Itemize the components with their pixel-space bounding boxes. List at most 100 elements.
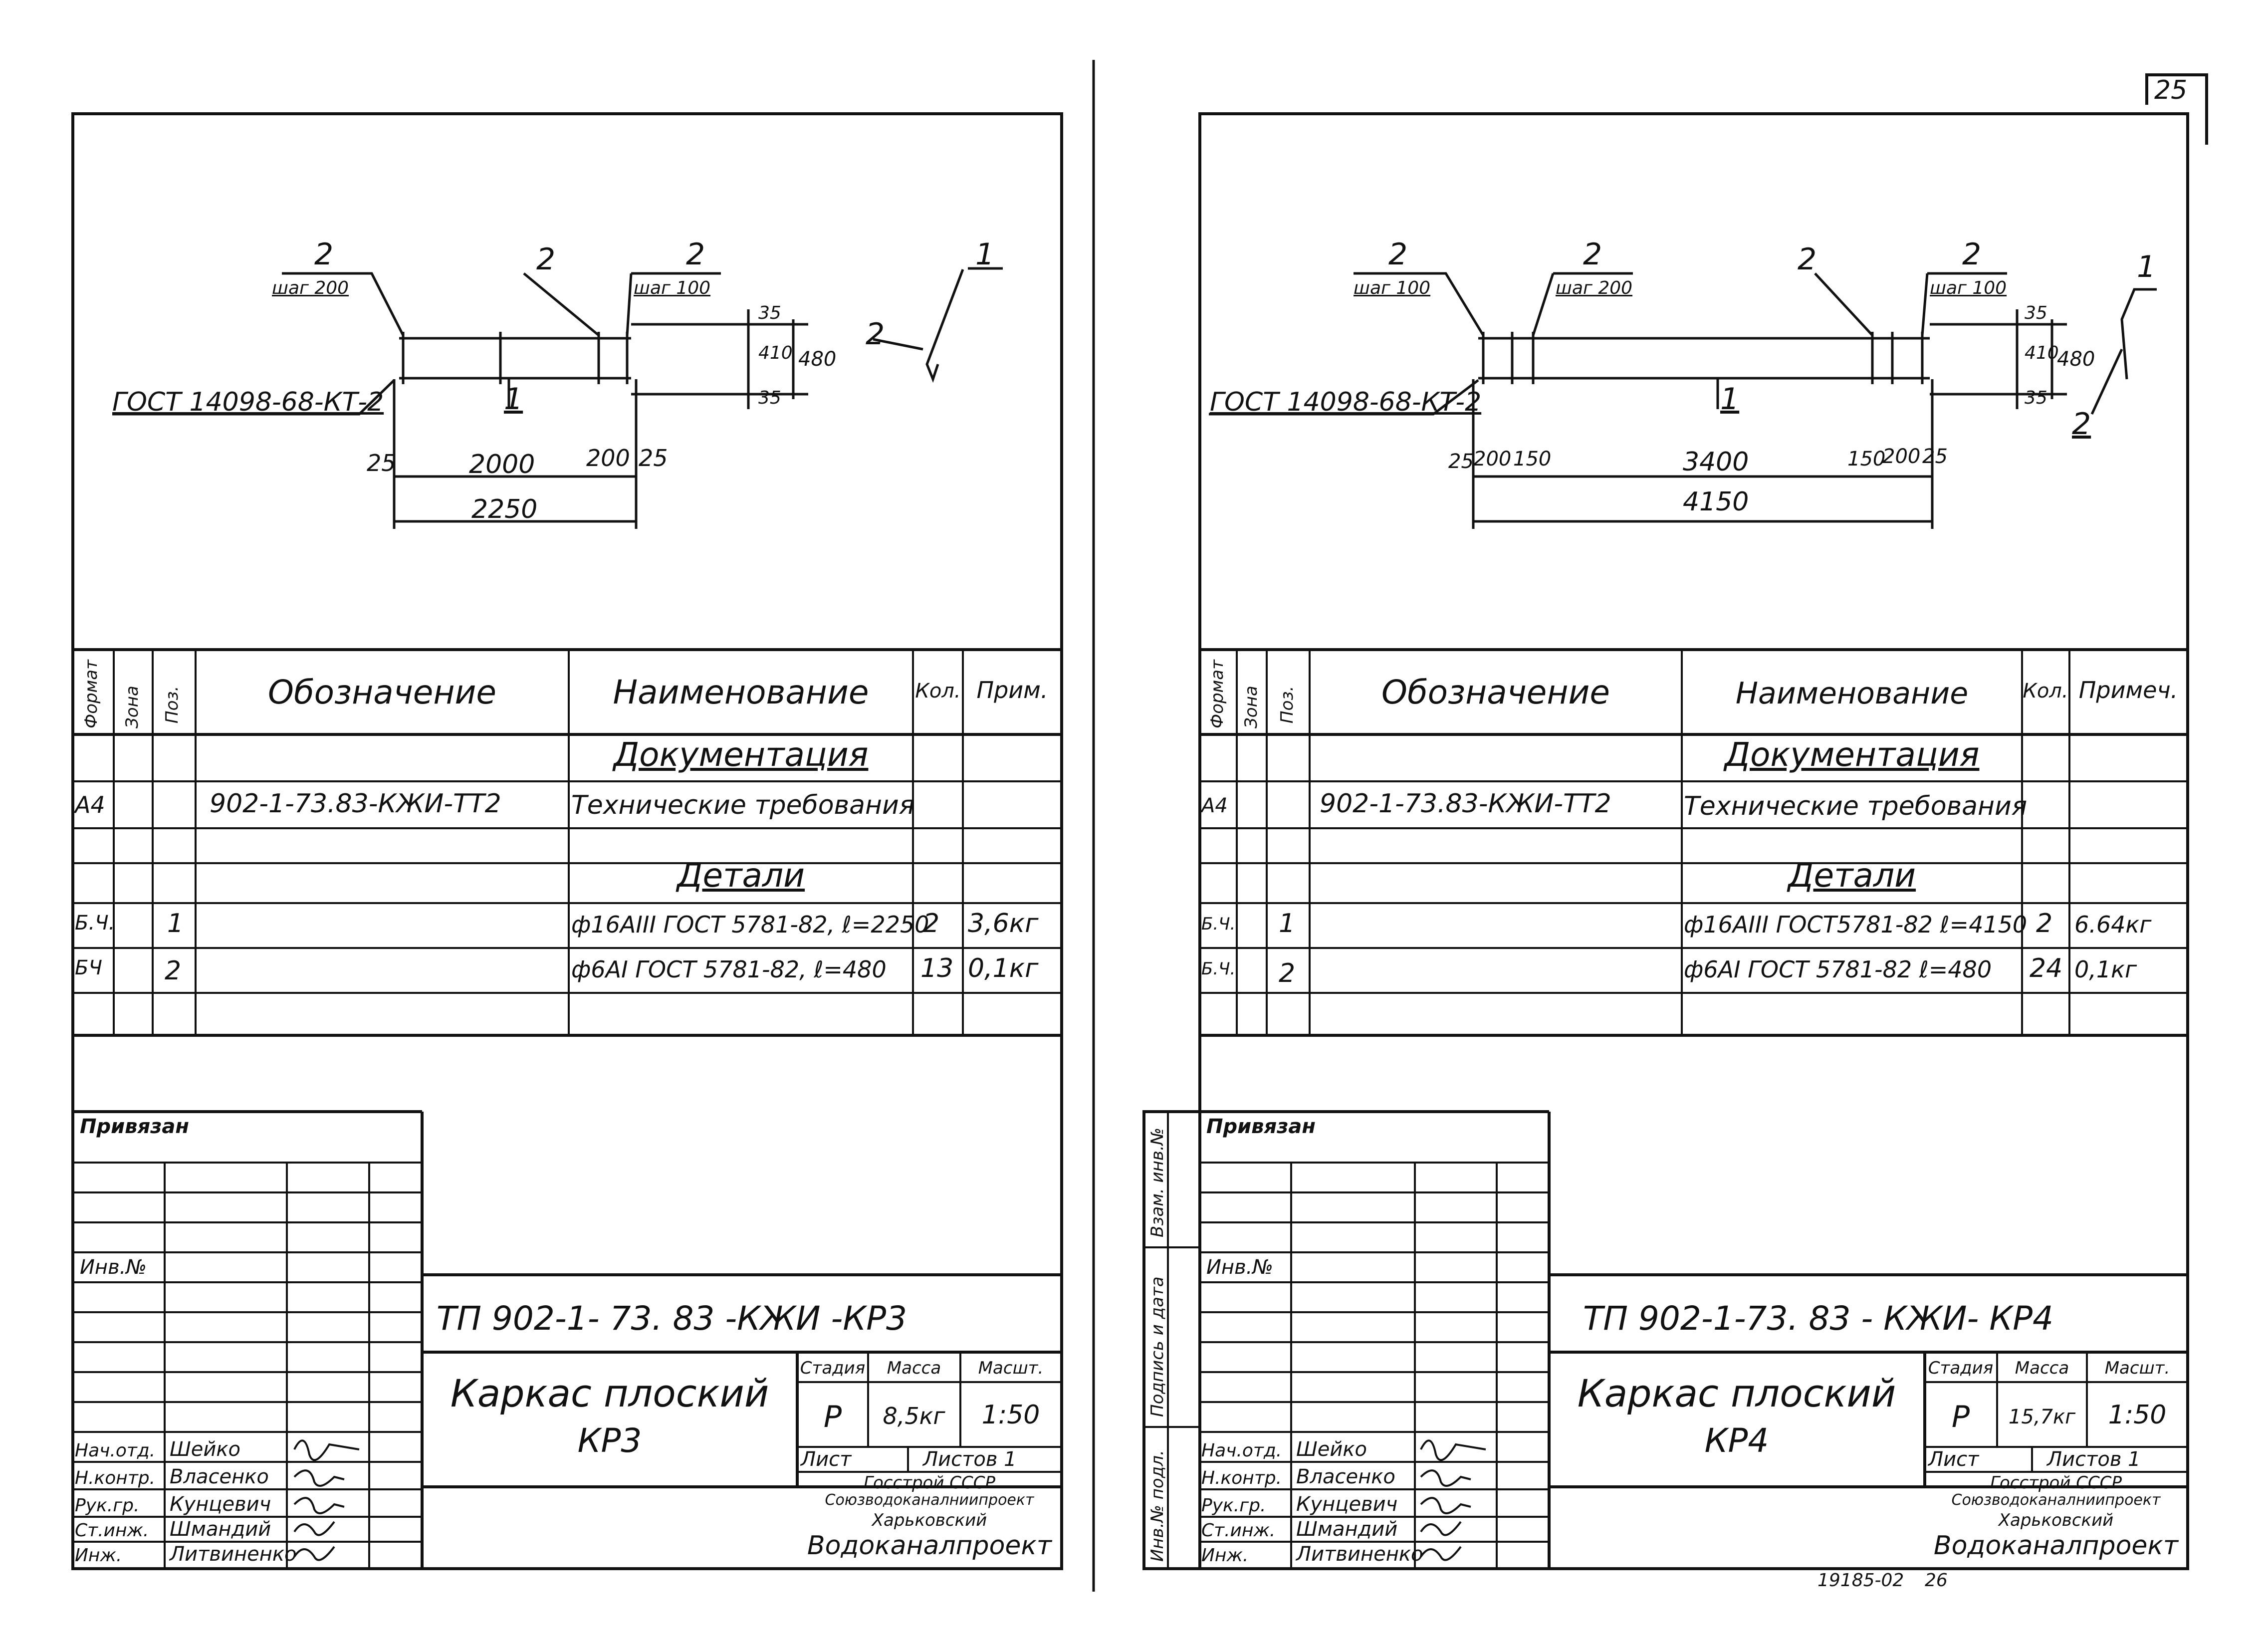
staff-name: Шейко	[170, 1438, 241, 1461]
staff-name: Власенко	[170, 1465, 269, 1488]
bar-mark-2: 2	[1388, 237, 1408, 272]
sheet-frame-lines	[1142, 73, 2208, 1570]
weld-standard-label: ГОСТ 14098-68-КТ-2	[112, 387, 384, 417]
archive-stamp-page: 26	[1925, 1570, 1948, 1591]
staff-role: Ст.инж.	[1201, 1520, 1276, 1541]
dim-label: 200	[1882, 445, 1921, 468]
row-name: ф16АIII ГОСТ 5781-82, ℓ=2250	[571, 911, 929, 938]
bar-mark-2: 2	[1962, 237, 1982, 272]
page-number: 25	[2154, 75, 2188, 105]
mass-header: Масса	[2015, 1358, 2069, 1378]
dim-label: 200	[586, 445, 630, 471]
sheet-title: Каркас плоский	[1577, 1371, 1896, 1415]
dim-label: 3400	[1683, 447, 1749, 477]
step-label: шаг 100	[634, 278, 711, 298]
staff-name: Кунцевич	[170, 1493, 271, 1516]
bar-mark-1: 1	[1720, 382, 1740, 417]
row-qty: 2	[923, 909, 940, 939]
dim-label: 410	[2025, 343, 2059, 363]
org-line: Союзводоканалниипроект	[1951, 1491, 2161, 1509]
bar-mark-2: 2	[1583, 237, 1602, 272]
header-name: Наименование	[1735, 676, 1969, 711]
step-label: шаг 100	[1354, 278, 1431, 298]
row-name: Технические требования	[1684, 791, 2028, 821]
sheet-title: Каркас плоский	[450, 1371, 769, 1415]
header-designation: Обозначение	[1381, 673, 1610, 711]
staff-role: Инж.	[1201, 1545, 1249, 1566]
dim-label: 4150	[1683, 487, 1749, 517]
step-label: шаг 100	[1930, 278, 2007, 298]
inventory-label: Инв.№	[80, 1256, 147, 1279]
privyazan-label: Привязан	[80, 1115, 190, 1138]
staff-name: Власенко	[1296, 1465, 1395, 1488]
org-line: Харьковский	[872, 1510, 987, 1530]
document-code: ТП 902-1-73. 83 - КЖИ- КР4	[1583, 1299, 2053, 1338]
staff-role: Рук.гр.	[1201, 1495, 1266, 1516]
row-qty: 24	[2030, 953, 2063, 983]
drawing-sheet-kr3: 2 шаг 200 2 2 шаг 100 1 ГОСТ 14098-68-КТ…	[71, 112, 1063, 1570]
sheet-frame-lines	[71, 112, 1063, 1570]
section-documentation: Документация	[613, 735, 869, 774]
header-note: Примеч.	[2078, 677, 2178, 704]
dim-label: 480	[798, 348, 837, 371]
sheets-count: Листов 1	[923, 1448, 1017, 1471]
stage-header: Стадия	[1928, 1358, 1994, 1378]
org-line: Водоканалпроект	[807, 1531, 1052, 1561]
row-position: 1	[167, 909, 184, 939]
row-format: Б.Ч.	[1201, 959, 1236, 979]
sheet-title-mark: КР3	[577, 1421, 642, 1460]
row-note: 0,1кг	[2074, 956, 2137, 983]
stage-header: Стадия	[800, 1358, 866, 1378]
dim-label: 35	[2025, 388, 2047, 408]
staff-name: Шмандий	[170, 1518, 271, 1541]
dim-label: 25	[1448, 450, 1474, 473]
sheet-title-mark: КР4	[1704, 1421, 1769, 1460]
scale-header: Масшт.	[2104, 1358, 2170, 1378]
row-format: А4	[75, 791, 105, 818]
row-name: ф6АI ГОСТ 5781-82, ℓ=480	[571, 956, 887, 983]
staff-role: Рук.гр.	[75, 1495, 140, 1516]
scale-value: 1:50	[2108, 1400, 2167, 1430]
row-position: 1	[1279, 909, 1296, 939]
signatures	[1420, 1439, 1486, 1561]
dim-label: 25	[639, 445, 668, 471]
org-line: Союзводоканалниипроект	[825, 1491, 1034, 1509]
dim-label: 410	[758, 343, 793, 363]
header-designation: Обозначение	[268, 673, 496, 711]
staff-role: Н.контр.	[75, 1468, 156, 1488]
row-format: Б.Ч.	[1201, 914, 1236, 934]
drawing-sheet-kr4: 2 шаг 100 2 шаг 200 2 2 шаг 100 1 ГОСТ 1…	[1134, 0, 2268, 1650]
staff-name: Шейко	[1296, 1438, 1367, 1461]
staff-role: Ст.инж.	[75, 1520, 149, 1541]
dim-label: 200	[1473, 448, 1512, 471]
row-format: Б.Ч.	[75, 912, 115, 935]
row-name: ф6АI ГОСТ 5781-82 ℓ=480	[1684, 956, 1992, 983]
step-label: шаг 200	[1556, 278, 1633, 298]
row-format: БЧ	[75, 956, 102, 979]
weld-standard-label: ГОСТ 14098-68-КТ-2	[1210, 387, 1482, 417]
row-qty: 2	[2036, 909, 2053, 939]
org-line: Водоканалпроект	[1933, 1531, 2179, 1561]
staff-role: Нач.отд.	[1201, 1440, 1282, 1461]
dim-label: 480	[2057, 348, 2095, 371]
header-qty: Кол.	[2023, 680, 2068, 703]
mass-value: 8,5кг	[883, 1403, 945, 1429]
row-designation: 902-1-73.83-КЖИ-ТТ2	[210, 789, 501, 819]
row-format: А4	[1201, 794, 1228, 817]
sheets-count: Листов 1	[2047, 1448, 2141, 1471]
dim-label: 35	[2025, 303, 2047, 323]
section-parts: Детали	[677, 856, 805, 895]
scale-header: Масшт.	[978, 1358, 1044, 1378]
dim-label: 2250	[471, 494, 538, 524]
detail-mark-1: 1	[2137, 249, 2156, 284]
detail-mark-1: 1	[975, 237, 995, 272]
stage-value: Р	[823, 1400, 842, 1434]
dim-label: 25	[1922, 445, 1948, 468]
dim-label: 35	[758, 388, 781, 408]
row-note: 3,6кг	[968, 909, 1039, 939]
staff-role: Инж.	[75, 1545, 122, 1566]
detail-mark-2: 2	[2072, 407, 2091, 442]
header-name: Наименование	[613, 673, 869, 711]
bar-mark-1: 1	[504, 382, 523, 417]
mass-value: 15,7кг	[2008, 1406, 2076, 1428]
